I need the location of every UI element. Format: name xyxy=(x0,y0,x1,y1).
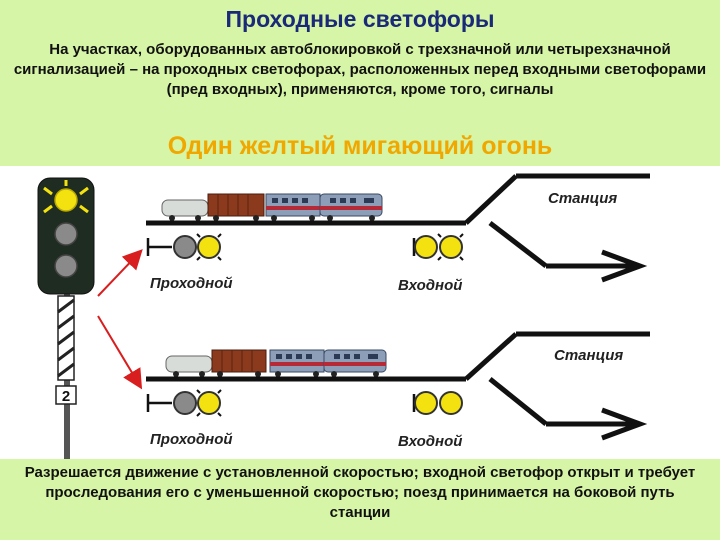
passing-lamp-yellow-top xyxy=(197,235,221,259)
station-label-top: Станция xyxy=(548,190,617,207)
siding-diverge-top xyxy=(464,174,518,225)
entry-label-bottom: Входной xyxy=(398,433,462,450)
route-arrowhead-top xyxy=(601,249,648,283)
route-arrowhead-bottom xyxy=(601,407,648,441)
entry-flash-rays-top xyxy=(437,233,464,261)
passing-label-bottom: Проходной xyxy=(150,431,233,448)
top-scheme: Станция Проходной Входной xyxy=(146,173,650,294)
entry-lamp-yellow-1-bottom xyxy=(414,391,438,415)
entry-lamp-yellow-2-top xyxy=(439,235,463,259)
passing-lamp-unlit-top xyxy=(173,235,197,259)
passing-signal-mast: 2 xyxy=(37,177,95,459)
passing-lamp-unlit-bottom xyxy=(173,391,197,415)
entry-lamp-yellow-2-bottom xyxy=(439,391,463,415)
entry-label-top: Входной xyxy=(398,277,462,294)
entry-lamp-yellow-1-top xyxy=(414,235,438,259)
flash-rays-top xyxy=(196,233,222,261)
lamp-yellow-lit xyxy=(54,188,78,212)
station-label-bottom: Станция xyxy=(554,347,623,364)
bottom-scheme: Станция Проходной Входной xyxy=(146,331,650,450)
intro-text: На участках, оборудованных автоблокировк… xyxy=(13,41,707,98)
rule-description: Разрешается движение с установленной ско… xyxy=(24,464,696,521)
flash-rays-bottom xyxy=(196,389,222,417)
red-arrow-bottom xyxy=(97,315,143,390)
diagram-svg: 2 xyxy=(37,173,650,459)
lamp-unlit xyxy=(54,254,78,278)
lamp-unlit xyxy=(54,222,78,246)
passing-label-top: Проходной xyxy=(150,275,233,292)
signal-subtitle: Один желтый мигающий огонь xyxy=(167,132,553,160)
mast-stripes xyxy=(57,298,75,378)
mast-number-plate xyxy=(55,385,77,405)
siding-diverge-bottom xyxy=(464,332,518,381)
train-top xyxy=(161,193,383,221)
signal-diagram: 2 xyxy=(0,166,720,459)
mast-number: 2 xyxy=(62,388,70,405)
diverging-route-top xyxy=(488,221,548,268)
page-title: Проходные светофоры xyxy=(225,6,495,32)
passing-lamp-yellow-bottom xyxy=(197,391,221,415)
blink-rays-left xyxy=(43,180,89,214)
red-arrow-top xyxy=(97,249,143,297)
diverging-route-bottom xyxy=(488,377,548,426)
train-bottom xyxy=(165,349,387,377)
